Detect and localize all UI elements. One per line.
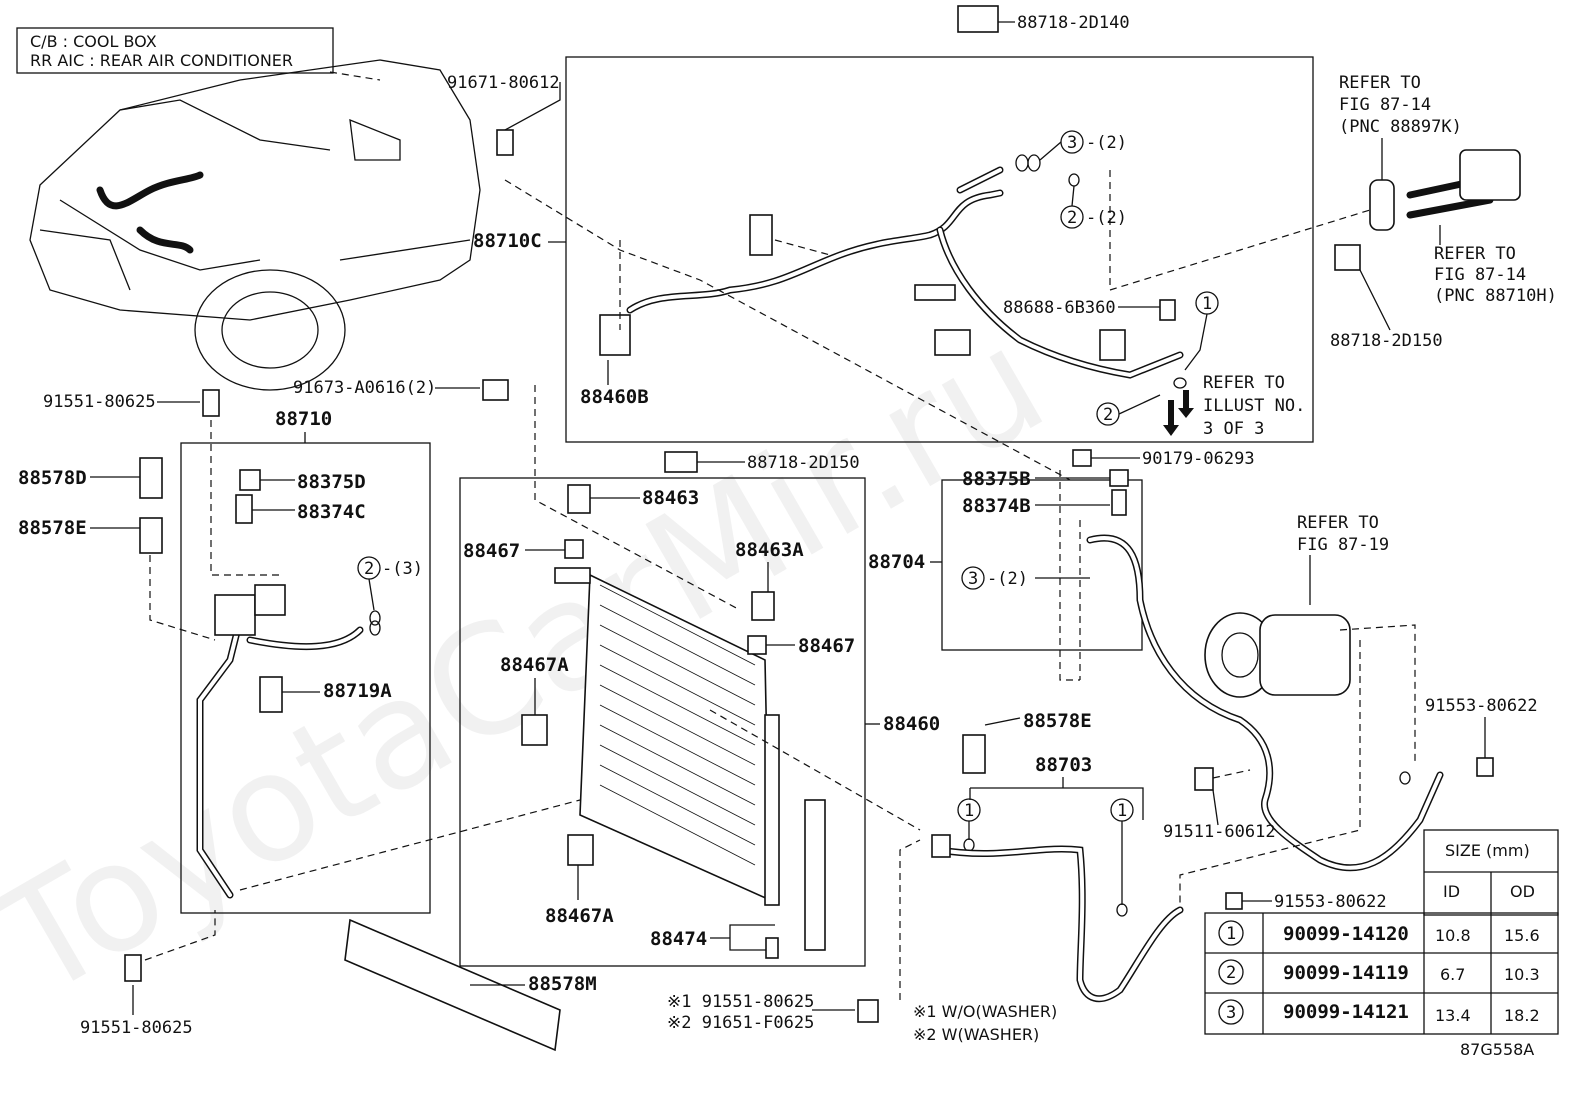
part-88463A: 88463A [735, 539, 804, 561]
part-88704: 88704 [868, 551, 925, 573]
size-table-header-id: ID [1443, 882, 1460, 901]
note-1: ※1 W/O(WASHER) [913, 1002, 1057, 1021]
size-row1-od: 15.6 [1504, 926, 1540, 945]
assembly-88704-box [941, 479, 1143, 651]
size-row1-ref: 1 [1226, 924, 1236, 944]
ring3-qty-mid: -(2) [987, 569, 1028, 589]
part-91551-80625-top: 91551-80625 [43, 392, 156, 412]
refer-illust-l2: ILLUST NO. [1203, 396, 1305, 416]
condenser [554, 567, 826, 951]
ref-circle-1-top-num: 1 [1202, 294, 1212, 314]
ref-circle-3-top-num: 3 [1067, 133, 1077, 153]
part-88467A-top: 88467A [500, 654, 569, 676]
size-row2-id: 6.7 [1440, 965, 1465, 984]
ref-circle-3-mid [961, 566, 985, 590]
size-row1-part: 90099-14120 [1283, 923, 1409, 945]
part-91671-80612: 91671-80612 [447, 73, 560, 93]
ref-circle-2-left-num: 2 [364, 559, 374, 579]
part-91553-80622-bottom: 91553-80622 [1274, 892, 1387, 912]
assembly-88710-box [180, 442, 431, 914]
part-88474: 88474 [650, 928, 707, 950]
note-2: ※2 W(WASHER) [913, 1025, 1039, 1044]
size-row2-part: 90099-14119 [1283, 962, 1409, 984]
ref-circle-3-mid-num: 3 [968, 569, 978, 589]
refer-87-14-b-l2: FIG 87-14 [1434, 265, 1526, 285]
part-88578E-left: 88578E [18, 517, 87, 539]
part-88718-2D150-right: 88718-2D150 [1330, 331, 1443, 351]
legend-line-1: C/B : COOL BOX [30, 32, 157, 51]
ring2-qty-left: -(3) [382, 559, 423, 579]
part-88375D: 88375D [297, 471, 366, 493]
refer-87-14-b-l1: REFER TO [1434, 244, 1516, 264]
part-90179-06293: 90179-06293 [1142, 449, 1255, 469]
part-88718-2D150-mid: 88718-2D150 [747, 453, 860, 473]
part-note2: ※2 91651-F0625 [667, 1013, 814, 1033]
size-row2-od: 10.3 [1504, 965, 1540, 984]
refer-87-19-l1: REFER TO [1297, 513, 1379, 533]
part-88688-6B360: 88688-6B360 [1003, 298, 1116, 318]
part-91673-A0616: 91673-A0616(2) [293, 378, 436, 398]
refer-87-14-a-l3: (PNC 88897K) [1339, 117, 1462, 137]
part-88374B: 88374B [962, 495, 1031, 517]
size-row2-ref: 2 [1226, 963, 1236, 983]
part-88375B: 88375B [962, 468, 1031, 490]
legend: C/B : COOL BOX RR AIC : REAR AIR CONDITI… [16, 27, 334, 74]
assembly-88710C-box [565, 56, 1371, 443]
size-table-header-od: OD [1510, 882, 1535, 901]
part-88463: 88463 [642, 487, 699, 509]
ref-circle-1-left-num: 1 [964, 801, 974, 821]
vehicle-illustration [29, 59, 481, 391]
refer-87-14-a-l2: FIG 87-14 [1339, 95, 1431, 115]
part-88703: 88703 [1035, 754, 1092, 776]
part-88710: 88710 [275, 408, 332, 430]
part-88578D: 88578D [18, 467, 87, 489]
part-91511-60612: 91511-60612 [1163, 822, 1276, 842]
part-88718-2D140: 88718-2D140 [1017, 13, 1130, 33]
part-note1: ※1 91551-80625 [667, 992, 814, 1012]
part-88467-top: 88467 [463, 540, 520, 562]
part-88374C: 88374C [297, 501, 366, 523]
refer-87-19-l2: FIG 87-19 [1297, 535, 1389, 555]
refer-illust-l1: REFER TO [1203, 373, 1285, 393]
ring3-qty-top: -(2) [1086, 133, 1127, 153]
part-88578M: 88578M [528, 973, 597, 995]
refer-illust: REFER TO ILLUST NO. 3 OF 3 [1163, 373, 1305, 439]
size-table: SIZE (mm) ID OD 1 90099-14120 10.8 15.6 … [1204, 829, 1559, 1035]
refer-fig-87-14-b: REFER TO FIG 87-14 (PNC 88710H) [1434, 225, 1557, 306]
refer-87-14-b-l3: (PNC 88710H) [1434, 286, 1557, 306]
assembly-88460-box [459, 477, 866, 967]
part-88467-mid: 88467 [798, 635, 855, 657]
size-row3-id: 13.4 [1435, 1006, 1471, 1025]
part-88460B: 88460B [580, 386, 649, 408]
part-88467A-bot: 88467A [545, 905, 614, 927]
part-91551-80625-bottom: 91551-80625 [80, 1018, 193, 1038]
part-88719A: 88719A [323, 680, 392, 702]
legend-line-2: RR AIC : REAR AIR CONDITIONER [30, 51, 293, 70]
ref-circle-2-top-num: 2 [1067, 208, 1077, 228]
refer-illust-l3: 3 OF 3 [1203, 419, 1264, 439]
figure-code: 87G558A [1460, 1040, 1534, 1059]
size-row3-ref: 3 [1226, 1003, 1236, 1023]
size-row3-part: 90099-14121 [1283, 1001, 1409, 1023]
ref-circle-1-right-num: 1 [1117, 801, 1127, 821]
ring2-qty-top: -(2) [1086, 208, 1127, 228]
part-91553-80622-right: 91553-80622 [1425, 696, 1538, 716]
part-88578E-right: 88578E [1023, 710, 1092, 732]
size-table-title: SIZE (mm) [1445, 841, 1530, 860]
compressor [1179, 612, 1416, 905]
size-row1-id: 10.8 [1435, 926, 1471, 945]
part-88710C: 88710C [473, 230, 542, 252]
part-88460: 88460 [883, 713, 940, 735]
refer-87-14-a-l1: REFER TO [1339, 73, 1421, 93]
ref-circle-2-mid-num: 2 [1103, 405, 1113, 425]
size-row3-od: 18.2 [1504, 1006, 1540, 1025]
refer-fig-87-14-a: REFER TO FIG 87-14 (PNC 88897K) [1339, 73, 1521, 231]
